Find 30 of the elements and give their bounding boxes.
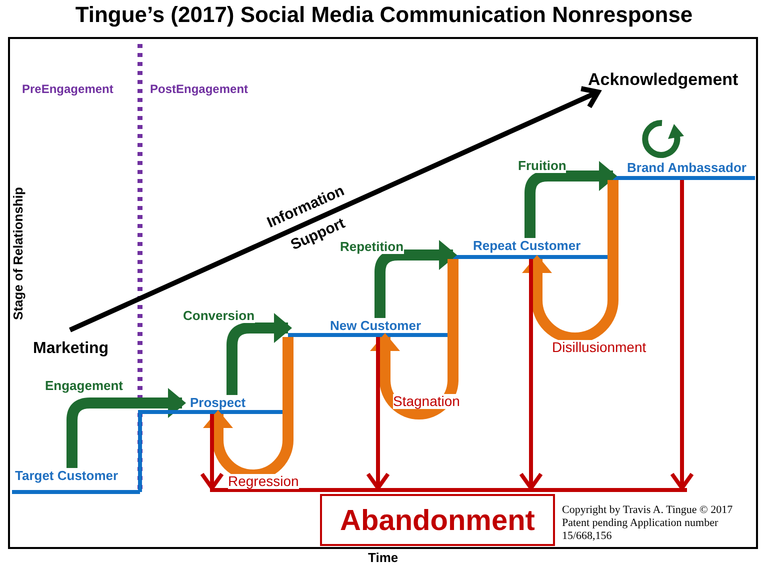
edge-label: Disillusionment [552,340,646,355]
arrow [370,259,458,420]
copyright-note: Copyright by Travis A. Tingue © 2017 Patent pending Application number 15/668,156 [562,504,734,543]
stage-label: Acknowledgement [588,70,754,92]
stage-label: Brand Ambassador [613,160,755,180]
stage-label: Prospect [182,395,286,414]
abandonment-label: Abandonment [320,494,555,546]
arrow [66,388,186,468]
edge-label: Regression [228,474,299,489]
title: Tingue’s (2017) Social Media Communication Nonresponse [74,2,694,28]
arrow [524,161,617,238]
region-label: PostEngagement [150,82,248,96]
edge-label: Stagnation [393,394,460,409]
stage-label: Marketing [33,340,123,360]
edge-label: Engagement [45,378,124,393]
axis-label: Stage of Relationship [10,186,26,322]
arrow [226,313,292,395]
arrow [519,259,543,490]
region-label: PreEngagement [22,82,114,96]
axis-label: Time [368,550,398,565]
arrow [68,86,600,332]
arrow [366,337,390,490]
arrow [670,180,694,490]
arrow [200,414,224,490]
stage-label: Repeat Customer [453,238,613,259]
edge-label: Conversion [183,308,255,323]
edge-label: Fruition [518,158,566,173]
stage-label: Target Customer [12,468,140,494]
stage-label: New Customer [288,318,452,337]
arrow [374,240,457,318]
